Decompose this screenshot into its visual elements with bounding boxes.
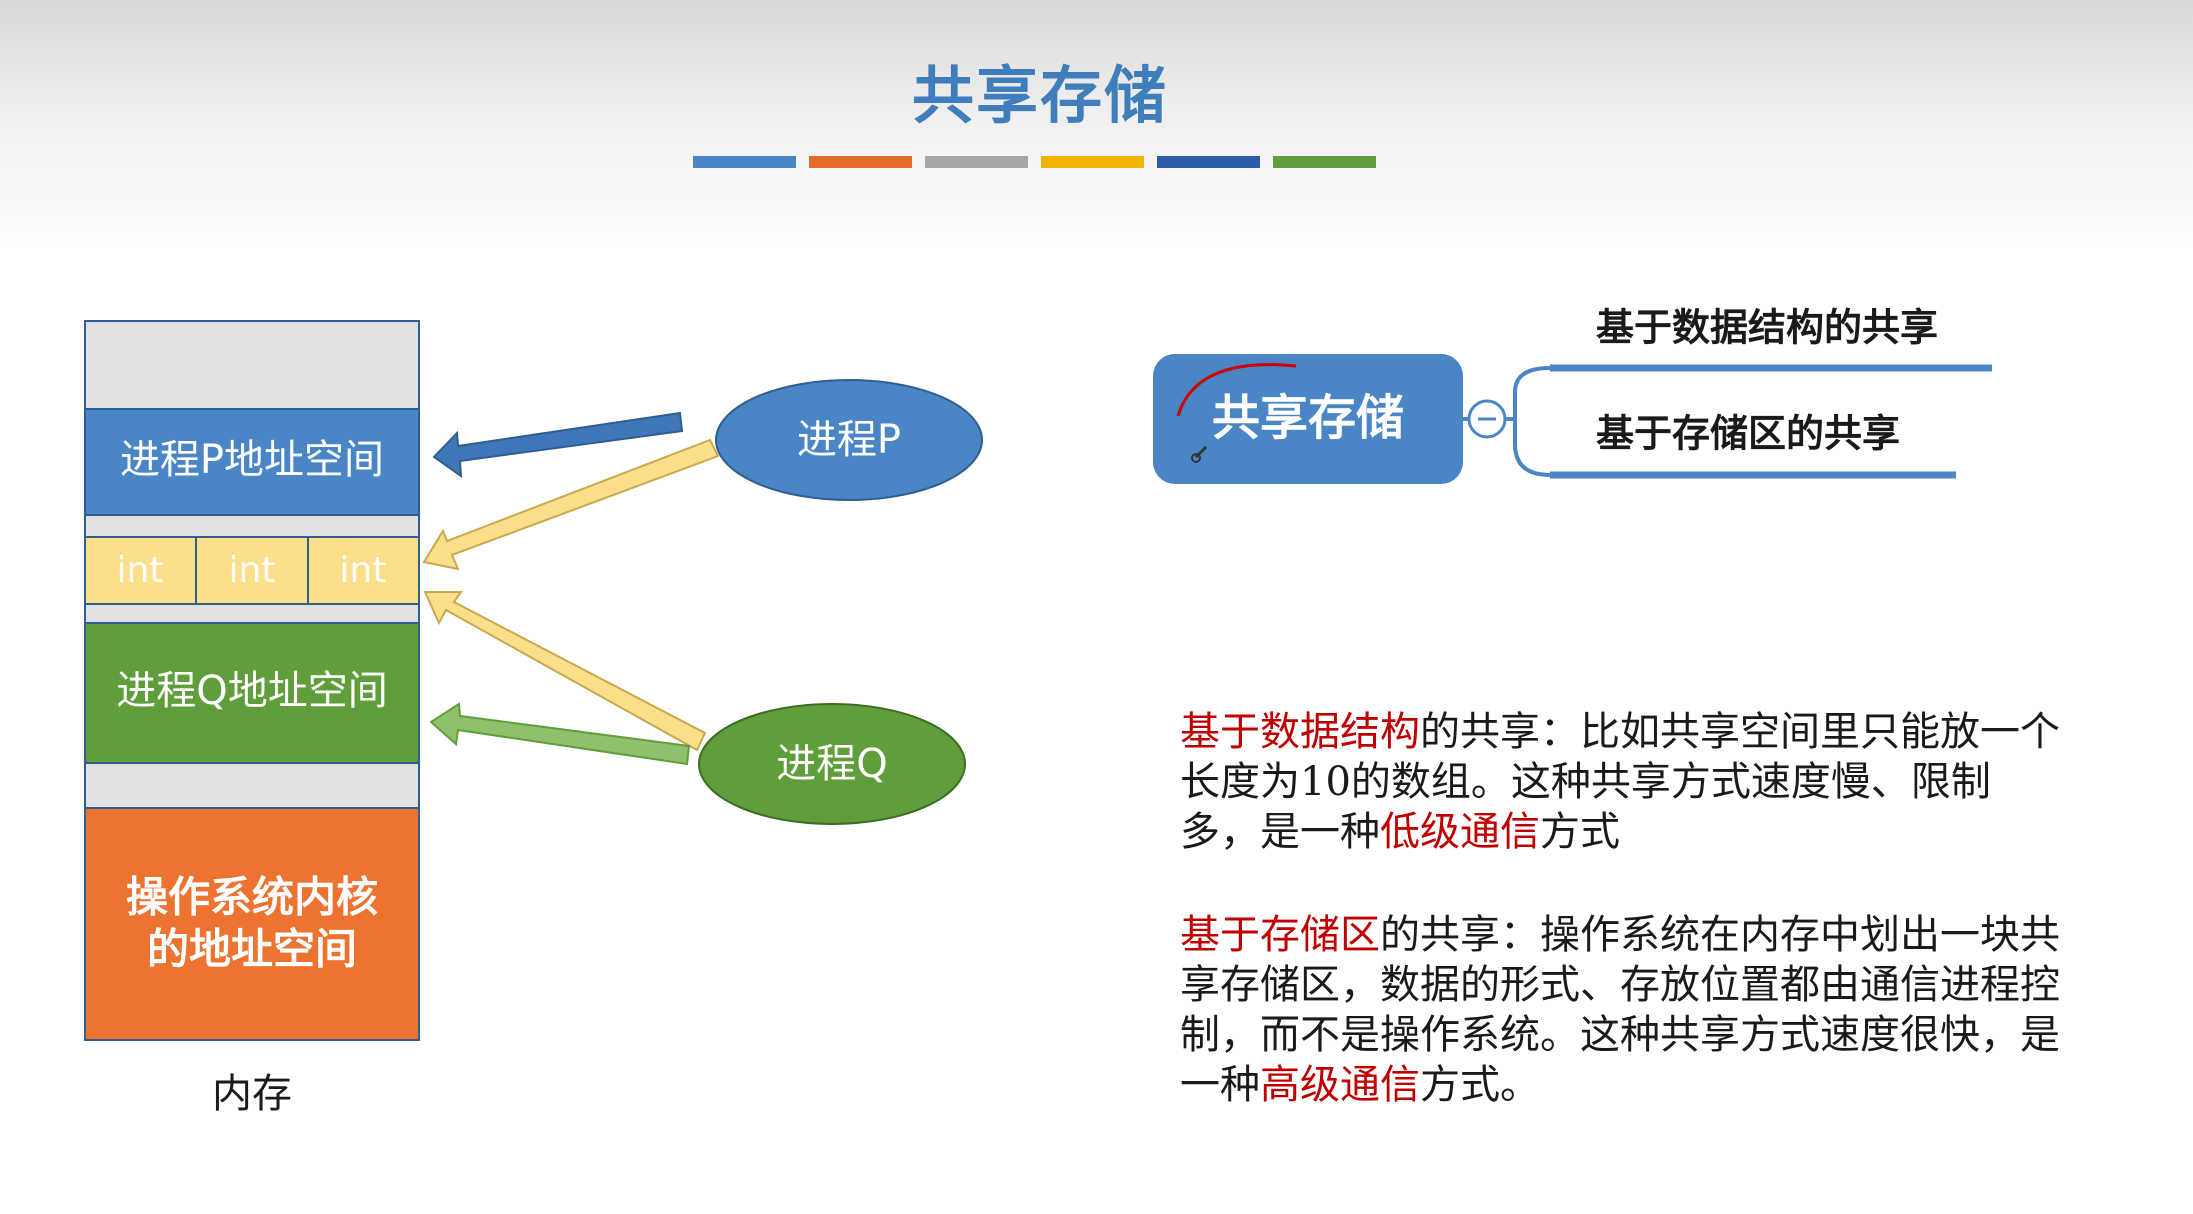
p-address-space-label: 进程P地址空间	[120, 437, 384, 483]
header-band	[0, 0, 2193, 250]
note-text: 的共享：比如共享空间里只能放一个长度为10的数组。这种共享方式速度慢、限制多，是…	[1180, 709, 2060, 855]
kernel-label-line1: 操作系统内核	[126, 873, 378, 922]
red-annotation-stroke	[1176, 363, 1297, 417]
memory-free-block-bottom	[84, 762, 420, 809]
memory-gap	[84, 514, 420, 538]
q-address-space-label: 进程Q地址空间	[116, 668, 387, 714]
q-address-space	[84, 622, 420, 764]
slide-title: 共享存储	[911, 59, 1168, 132]
note-highlight: 高级通信	[1260, 1062, 1420, 1108]
arrow-q-to-shared	[423, 591, 707, 752]
memory-gap	[84, 603, 420, 624]
note-text: 方式。	[1420, 1062, 1540, 1108]
memory-caption: 内存	[212, 1071, 292, 1117]
kernel-label-line2: 的地址空间	[147, 925, 357, 974]
note-text: 方式	[1540, 809, 1620, 855]
process-q	[698, 703, 966, 825]
arrow-p-to-p-space	[432, 411, 684, 479]
shared-int-label: int	[117, 550, 164, 591]
mindmap-root[interactable]	[1153, 354, 1463, 484]
memory-free-block-top	[84, 320, 420, 410]
note-text: 的共享：操作系统在内存中划出一块共享存储区，数据的形式、存放位置都由通信进程控制…	[1180, 912, 2060, 1108]
note-storage-area-sharing: 基于存储区的共享：操作系统在内存中划出一块共享存储区，数据的形式、存放位置都由通…	[1180, 910, 2060, 1110]
color-bar-segment	[925, 156, 1028, 168]
arrow-q-to-q-space	[429, 702, 691, 766]
mindmap-root-label: 共享存储	[1212, 390, 1404, 446]
process-p	[715, 379, 983, 501]
color-bar-segment	[1157, 156, 1260, 168]
process-q-label: 进程Q	[776, 741, 887, 787]
shared-int-cell	[195, 536, 309, 605]
color-bar-segment	[1041, 156, 1144, 168]
kernel-address-space	[84, 807, 420, 1041]
shared-int-label: int	[229, 550, 276, 591]
pen-cursor-icon	[1191, 445, 1208, 463]
note-highlight: 基于数据结构	[1180, 709, 1420, 755]
mindmap-branch-data-structure[interactable]: 基于数据结构的共享	[1596, 306, 1938, 350]
mindmap-branch-storage-area[interactable]: 基于存储区的共享	[1596, 412, 1900, 456]
color-bar-segment	[693, 156, 796, 168]
arrow-p-to-shared	[422, 438, 720, 571]
shared-int-cell	[307, 536, 420, 605]
note-data-structure-sharing: 基于数据结构的共享：比如共享空间里只能放一个长度为10的数组。这种共享方式速度慢…	[1180, 707, 2060, 857]
note-highlight: 基于存储区	[1180, 912, 1380, 958]
color-bar-segment	[809, 156, 912, 168]
note-highlight: 低级通信	[1380, 809, 1540, 855]
title-color-bar	[693, 156, 1383, 168]
color-bar-segment	[1273, 156, 1376, 168]
shared-int-label: int	[340, 550, 387, 591]
process-p-label: 进程P	[797, 417, 901, 463]
mindmap-bracket	[1513, 366, 1551, 477]
